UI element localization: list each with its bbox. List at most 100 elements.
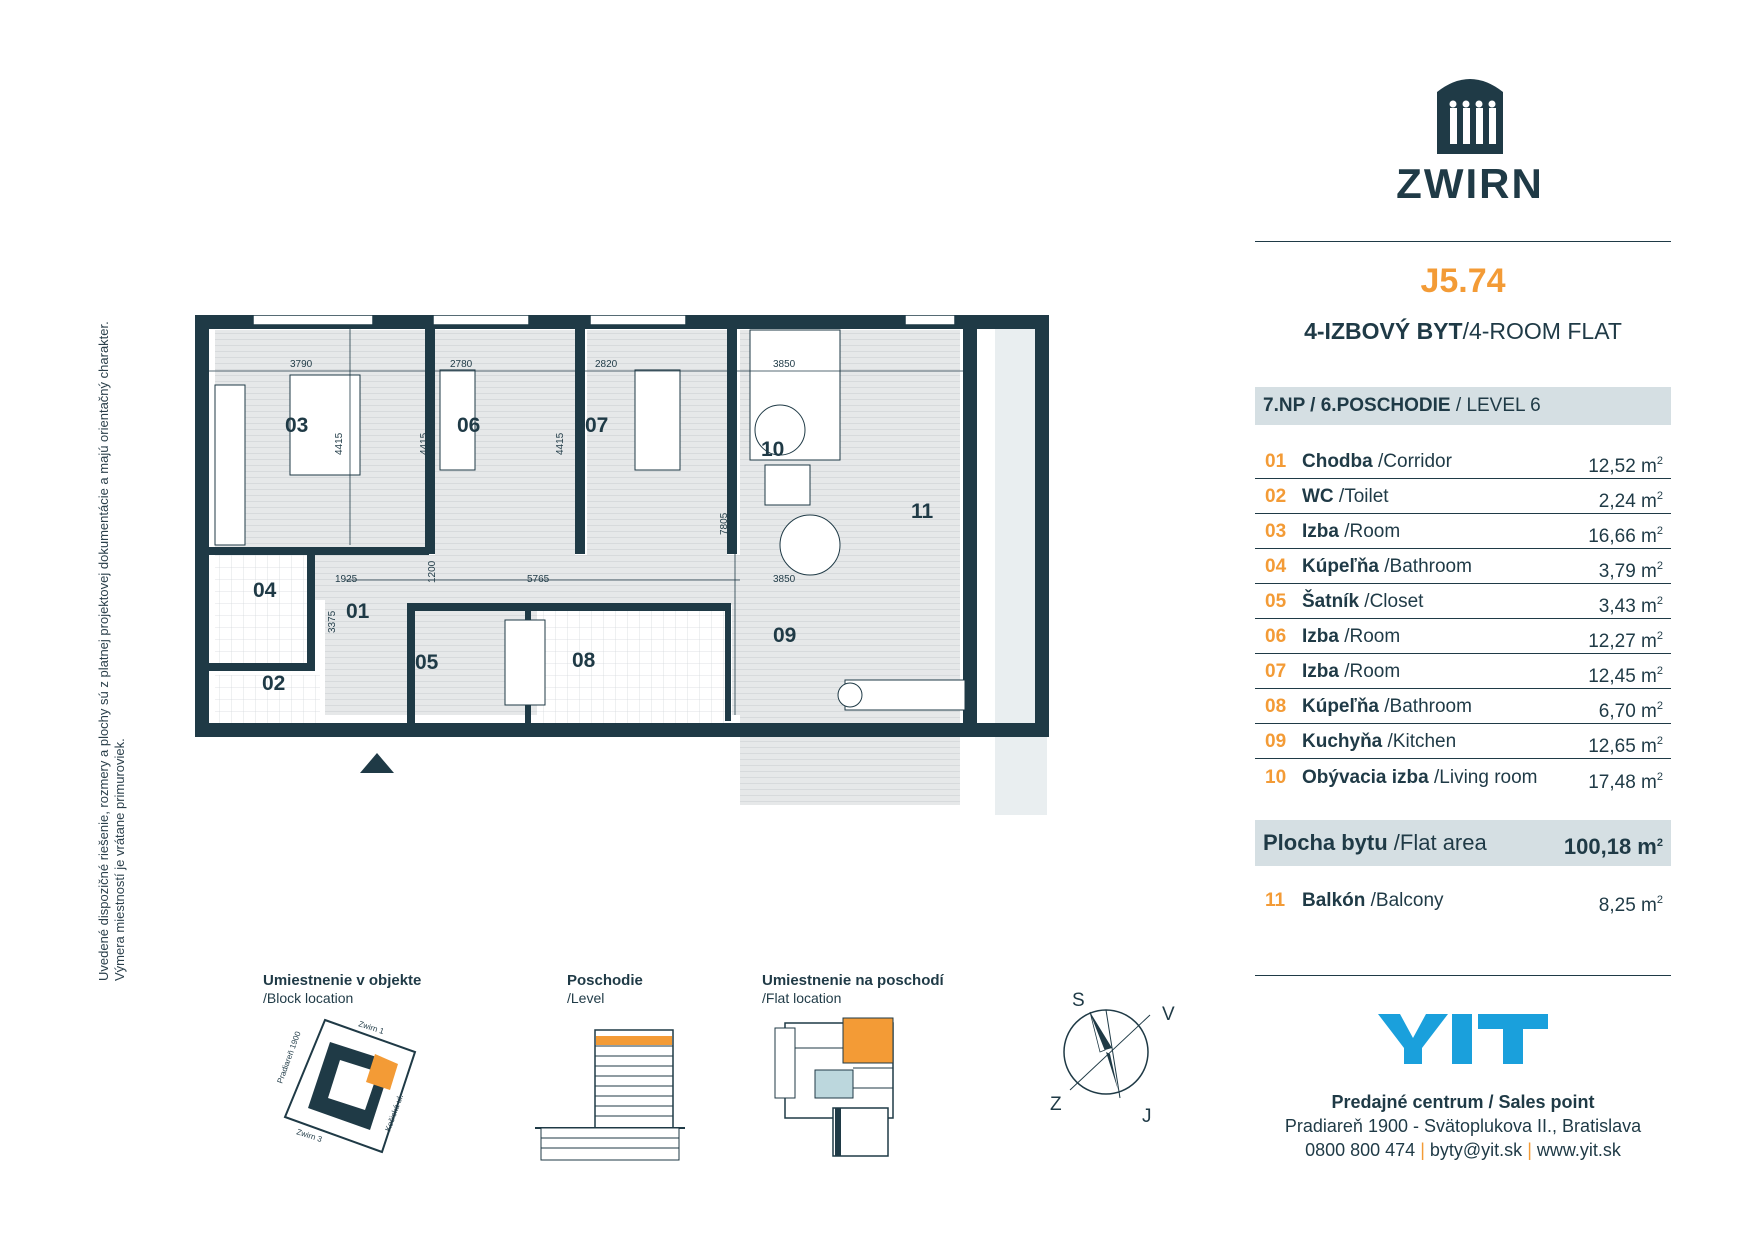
room-label-03: 03 [285, 414, 308, 437]
room-row: 07 Izba /Room 12,45 m2 [1255, 654, 1671, 689]
room-label-05: 05 [415, 651, 439, 674]
room-area: 3,79 m2 [1598, 560, 1663, 582]
room-area: 17,48 m2 [1588, 771, 1663, 793]
room-label-10: 10 [761, 438, 784, 461]
separator: | [1527, 1140, 1532, 1160]
room-row: 09 Kuchyňa /Kitchen 12,65 m2 [1255, 724, 1671, 759]
level-sk: 7.NP / 6.POSCHODIE [1263, 395, 1451, 416]
sales-title: Predajné centrum / Sales point [1331, 1092, 1595, 1112]
room-num: 11 [1265, 890, 1286, 911]
room-label-01: 01 [346, 600, 370, 623]
room-num: 02 [1265, 486, 1287, 507]
total-area: 100,18 m2 [1563, 834, 1663, 859]
room-num: 07 [1265, 661, 1287, 682]
dim-3850-bottom: 3850 [773, 574, 796, 585]
room-name: Balkón /Balcony [1302, 890, 1444, 911]
sales-phone: 0800 800 474 [1305, 1140, 1416, 1160]
level-diagram [535, 1029, 685, 1161]
dim-2780: 2780 [450, 359, 473, 370]
block-location-sub: /Block location [263, 990, 354, 1006]
room-label-08: 08 [572, 649, 596, 672]
block-location-diagram: Zwirn 1 Pradiareň 1900 Košická ul. Zwirn… [275, 1018, 417, 1154]
room-row: 10 Obývacia izba /Living room 17,48 m2 [1255, 760, 1671, 795]
level-sub: /Level [567, 990, 605, 1006]
flat-type: 4-IZBOVÝ BYT/4-ROOM FLAT [1255, 318, 1671, 345]
room-num: 01 [1265, 451, 1287, 472]
disclaimer-line-1: Uvedené dispozičné riešenie, rozmery a p… [96, 321, 111, 981]
dim-4415-b: 4415 [419, 432, 430, 455]
total-name-en: /Flat area [1387, 830, 1487, 855]
room-name: Kúpeľňa /Bathroom [1302, 696, 1472, 717]
level-en: / LEVEL 6 [1450, 395, 1541, 416]
compass-s: S [1072, 990, 1085, 1011]
room-label-06: 06 [457, 414, 480, 437]
dim-1200: 1200 [427, 560, 438, 583]
room-name: WC /Toilet [1302, 486, 1389, 507]
room-name: Kúpeľňa /Bathroom [1302, 556, 1472, 577]
room-num: 03 [1265, 521, 1287, 542]
flat-location-title: Umiestnenie na poschodí [762, 972, 944, 989]
flat-location-sub: /Flat location [762, 990, 842, 1006]
room-name: Chodba /Corridor [1302, 451, 1452, 472]
divider-top [1255, 241, 1671, 242]
dim-1925: 1925 [335, 574, 358, 585]
entry-arrow [360, 753, 394, 773]
room-05-floor [420, 605, 520, 715]
room-label-09: 09 [773, 624, 796, 647]
sales-email[interactable]: byty@yit.sk [1429, 1140, 1523, 1160]
room-num: 10 [1265, 767, 1287, 788]
sales-web[interactable]: www.yit.sk [1536, 1140, 1621, 1160]
compass-z: Z [1050, 1094, 1062, 1115]
room-area: 12,45 m2 [1588, 665, 1663, 687]
windows [252, 315, 956, 326]
room-area: 6,70 m2 [1598, 700, 1663, 722]
brand-name: ZWIRN [1396, 160, 1544, 207]
room-name: Izba /Room [1302, 661, 1401, 682]
room-row: 08 Kúpeľňa /Bathroom 6,70 m2 [1255, 689, 1671, 724]
room-name: Kuchyňa /Kitchen [1302, 731, 1457, 752]
dim-2820: 2820 [595, 359, 618, 370]
sales-address: Pradiareň 1900 - Svätoplukova II., Brati… [1284, 1116, 1642, 1136]
dimension-lines [209, 329, 965, 715]
block-location-title: Umiestnenie v objekte [263, 972, 422, 989]
room-num: 08 [1265, 696, 1287, 717]
room-name: Obývacia izba /Living room [1302, 767, 1538, 788]
room-area: 3,43 m2 [1598, 595, 1663, 617]
flat-type-en: /4-ROOM FLAT [1462, 318, 1622, 344]
room-area: 12,27 m2 [1588, 630, 1663, 652]
flat-location-diagram [774, 1017, 894, 1157]
room-name: Izba /Room [1302, 521, 1401, 542]
room-02-floor [215, 675, 320, 730]
level-bar: 7.NP / 6.POSCHODIE / LEVEL 6 [1255, 387, 1671, 425]
sales-contact: 0800 800 474 | byty@yit.sk | www.yit.sk [1255, 1140, 1671, 1161]
building-arches-icon [1437, 79, 1503, 154]
room-row: 06 Izba /Room 12,27 m2 [1255, 619, 1671, 654]
block-label-pradiaren: Pradiareň 1900 [275, 1030, 302, 1085]
floor-plan: 3790 2780 2820 3850 4415 4415 4415 7805 … [195, 315, 1049, 815]
room-area: 12,65 m2 [1588, 735, 1663, 757]
room-label-04: 04 [253, 579, 277, 602]
compass-v: V [1162, 1004, 1175, 1025]
room-name: Izba /Room [1302, 626, 1401, 647]
flat-id: J5.74 [1420, 262, 1506, 300]
total-area-bar: Plocha bytu /Flat area 100,18 m2 [1255, 820, 1671, 866]
room-num: 06 [1265, 626, 1287, 647]
flat-type-sk: 4-IZBOVÝ BYT [1304, 318, 1463, 344]
room-num: 09 [1265, 731, 1287, 752]
compass-j: J [1142, 1106, 1152, 1127]
dim-3375: 3375 [327, 610, 338, 633]
room-num: 05 [1265, 591, 1287, 612]
dim-3790: 3790 [290, 359, 313, 370]
disclaimer: Uvedené dispozičné riešenie, rozmery a p… [96, 263, 130, 981]
total-name-sk: Plocha bytu [1263, 830, 1388, 855]
dim-7805: 7805 [719, 512, 730, 535]
room-label-07: 07 [585, 414, 608, 437]
room-area: 8,25 m2 [1598, 894, 1663, 916]
dim-3850-top: 3850 [773, 359, 796, 370]
room-04-floor [215, 553, 315, 663]
room-area: 12,52 m2 [1588, 455, 1663, 477]
